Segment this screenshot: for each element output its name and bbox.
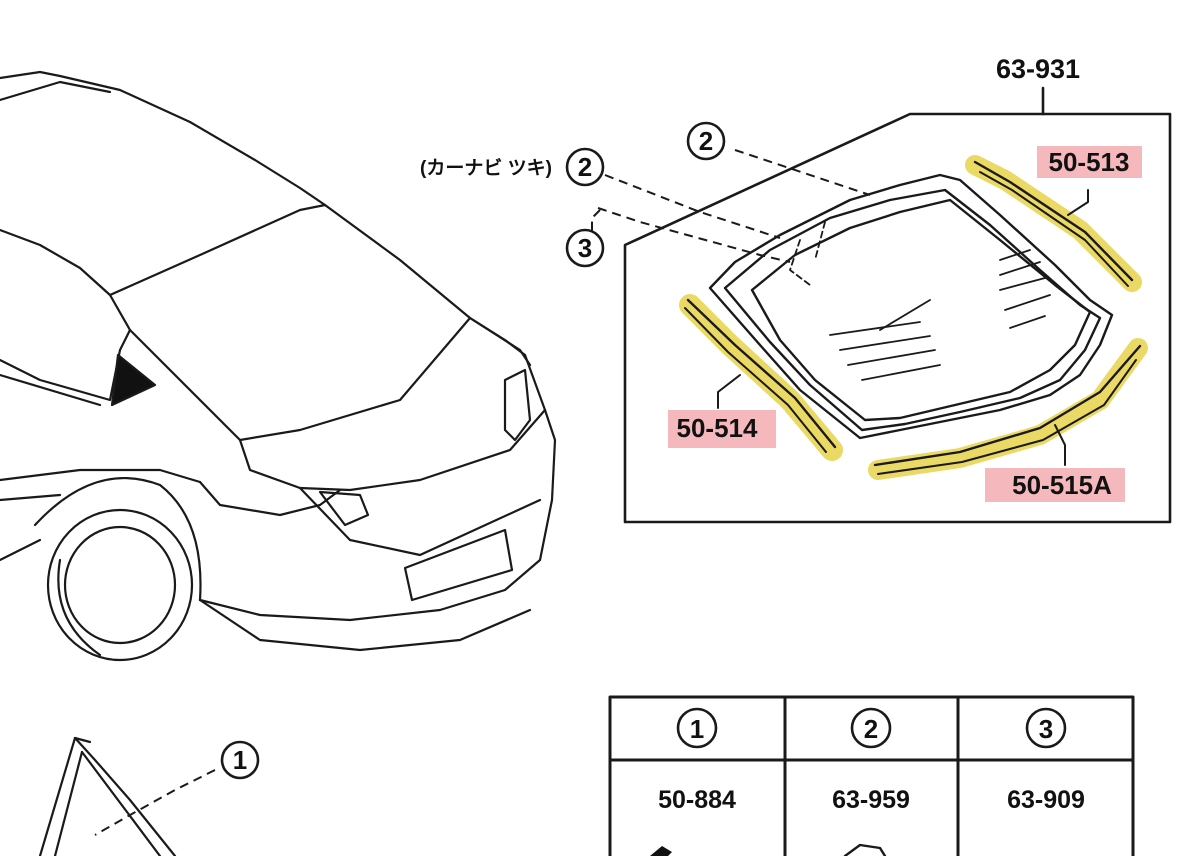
table-part-sketches — [650, 843, 887, 858]
nav-note-text: (カーナビ ツキ) — [420, 157, 552, 179]
parts-table — [608, 695, 1135, 858]
table-value-2: 63-959 — [832, 786, 910, 814]
molding-50-515A — [868, 338, 1148, 480]
callout-2-nav-text: 2 — [578, 152, 592, 182]
table-header-1: 1 — [690, 714, 704, 744]
callout-circle-2-main: 2 — [686, 121, 726, 161]
assembly-code-label: 63-931 — [996, 54, 1080, 84]
molding-50-513 — [965, 155, 1142, 292]
dashed-callout-lines — [94, 149, 871, 836]
assembly-box — [623, 86, 1172, 524]
table-header-2: 2 — [864, 714, 878, 744]
callout-1-text: 1 — [233, 745, 247, 775]
callout-circle-1: 1 — [220, 740, 260, 780]
molding-50-514 — [679, 294, 843, 461]
callout-3-text: 3 — [578, 233, 592, 263]
callout-circle-2-nav: 2 — [565, 147, 605, 187]
part-label-50-514: 50-514 — [677, 413, 758, 443]
callout-circle-3: 3 — [565, 228, 605, 268]
leader-lines — [717, 189, 1089, 466]
part-label-50-513: 50-513 — [1049, 147, 1130, 177]
table-header-3: 3 — [1039, 714, 1053, 744]
callout-2-main-text: 2 — [699, 126, 713, 156]
part-label-50-515A: 50-515A — [1012, 470, 1112, 500]
label-bg-50-514 — [668, 410, 776, 448]
label-bg-50-515A — [985, 468, 1125, 502]
car-body-illustration — [0, 70, 557, 662]
label-bg-50-513 — [1037, 146, 1142, 178]
table-value-1: 50-884 — [658, 786, 736, 814]
quarter-glass-illustration — [38, 736, 177, 858]
rear-window-glass — [708, 173, 1114, 440]
table-value-3: 63-909 — [1007, 786, 1085, 814]
